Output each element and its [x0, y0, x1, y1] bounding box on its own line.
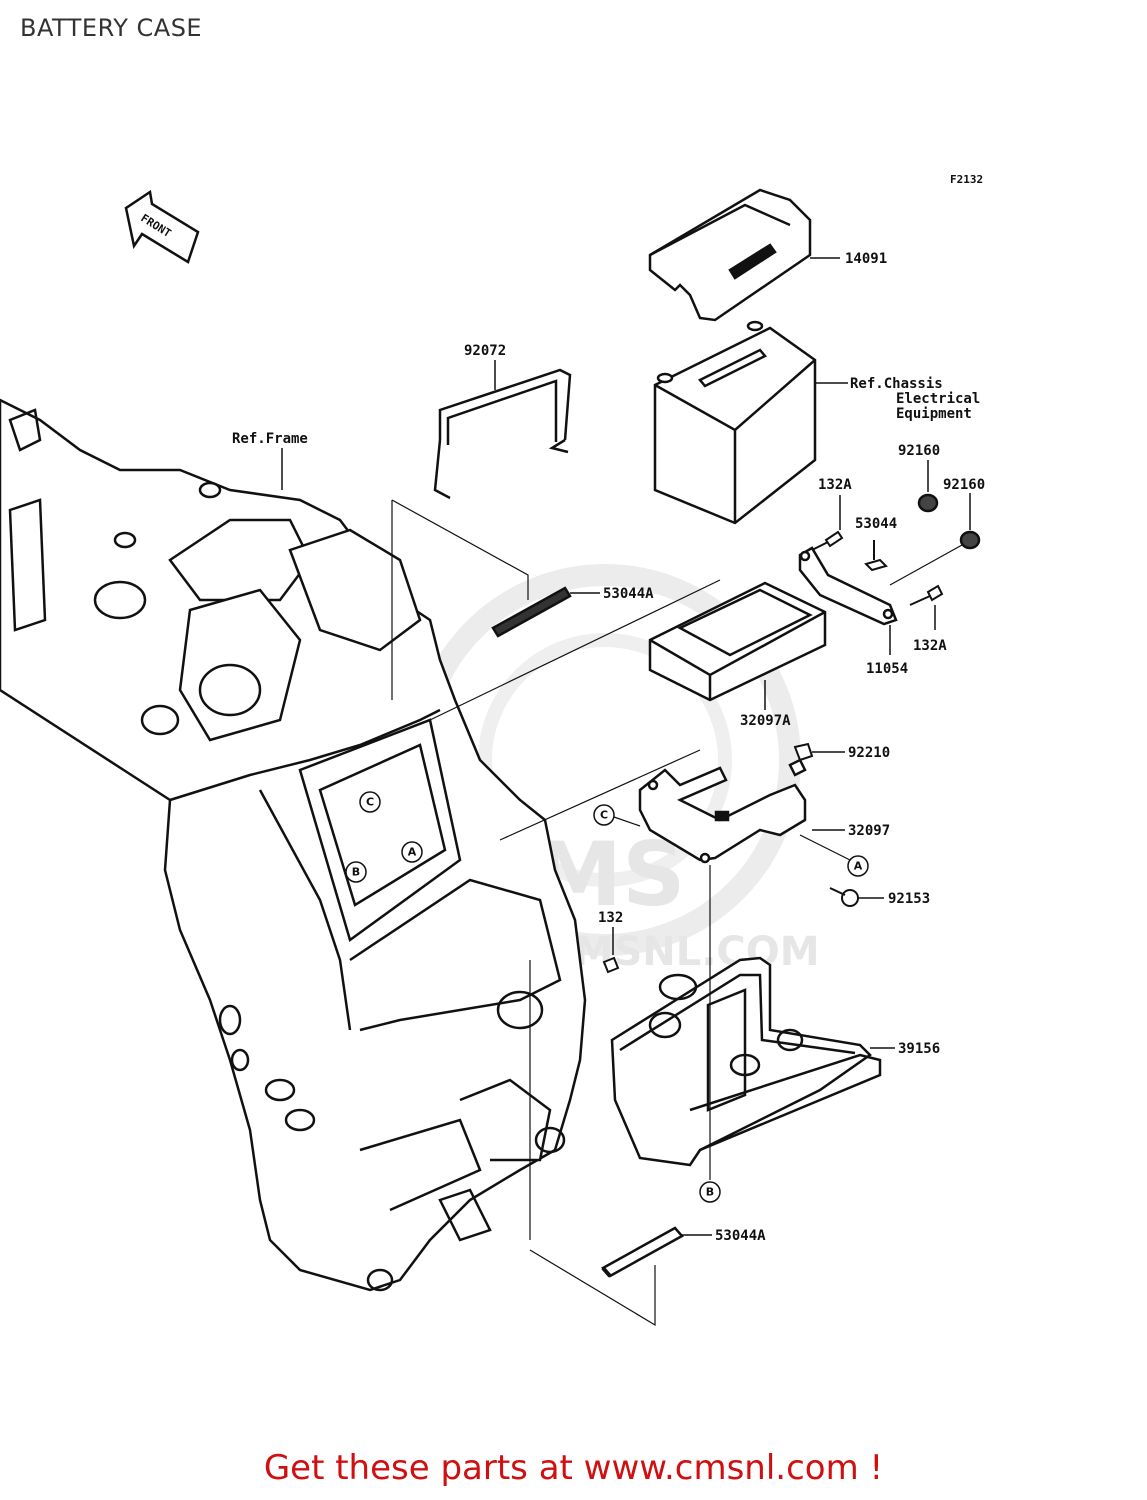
bracket-32097: [638, 758, 807, 864]
svg-text:C: C: [366, 796, 374, 809]
callout-14091: 14091: [845, 251, 887, 267]
callout-39156: 39156: [898, 1041, 940, 1057]
callout-11054: 11054: [866, 661, 908, 677]
svg-text:B: B: [352, 866, 360, 879]
callout-53044a-top: 53044A: [603, 586, 654, 602]
grommet-92160-a: [917, 493, 939, 513]
bolt-132a-top: [811, 530, 844, 551]
callout-132a-right: 132A: [913, 638, 947, 654]
svg-text:A: A: [854, 860, 863, 873]
grommet-92160-b: [959, 530, 981, 550]
callout-53044a-bottom: 53044A: [715, 1228, 766, 1244]
ref-mark-a2: A: [847, 855, 869, 877]
ref-mark-b2: B: [699, 1181, 721, 1203]
battery-case-39156: [610, 956, 882, 1167]
callout-132: 132: [598, 910, 623, 926]
leader-ref-a2: [799, 834, 851, 861]
figure-code: F2132: [950, 173, 983, 186]
callout-92072: 92072: [464, 343, 506, 359]
callout-32097: 32097: [848, 823, 890, 839]
callout-92160-a: 92160: [898, 443, 940, 459]
battery-cover: [648, 188, 812, 322]
ref-mark-c1: C: [359, 791, 381, 813]
leader-ref-c2: [613, 816, 641, 827]
callout-53044: 53044: [855, 516, 897, 532]
bolt-132a-right: [909, 584, 944, 606]
bolt-92153: [829, 887, 859, 907]
bracket-11054: [798, 546, 898, 626]
callout-92153: 92153: [888, 891, 930, 907]
battery-tray-32097a: [648, 581, 827, 702]
callout-92160-b: 92160: [943, 477, 985, 493]
callout-ref-chassis-1: Ref.Chassis: [850, 376, 943, 392]
clip-92210: [793, 742, 814, 762]
callout-ref-chassis-2: Electrical: [896, 391, 980, 407]
page-title: BATTERY CASE: [20, 14, 203, 42]
ref-mark-b1: B: [345, 861, 367, 883]
rubber-strip-bottom: [601, 1226, 684, 1278]
callout-ref-chassis-3: Equipment: [896, 406, 972, 422]
footer-link[interactable]: Get these parts at www.cmsnl.com !: [263, 1448, 884, 1488]
callout-132a-top: 132A: [818, 477, 852, 493]
svg-text:C: C: [600, 809, 608, 822]
projection-lines: [391, 499, 721, 1327]
spacer-53044: [864, 540, 888, 572]
leader-92160-b-2: [889, 544, 963, 586]
frame: [0, 398, 587, 1292]
ref-mark-c2: C: [593, 804, 615, 826]
battery: [653, 320, 817, 525]
bolt-132: [602, 956, 620, 974]
ref-mark-a1: A: [401, 841, 423, 863]
callout-92210: 92210: [848, 745, 890, 761]
svg-text:A: A: [408, 846, 417, 859]
rubber-strip-top: [491, 586, 572, 638]
battery-strap: [433, 368, 572, 500]
svg-text:B: B: [706, 1186, 714, 1199]
callout-32097a: 32097A: [740, 713, 791, 729]
front-arrow-icon: FRONT: [124, 189, 200, 264]
callout-ref-frame: Ref.Frame: [232, 431, 308, 447]
